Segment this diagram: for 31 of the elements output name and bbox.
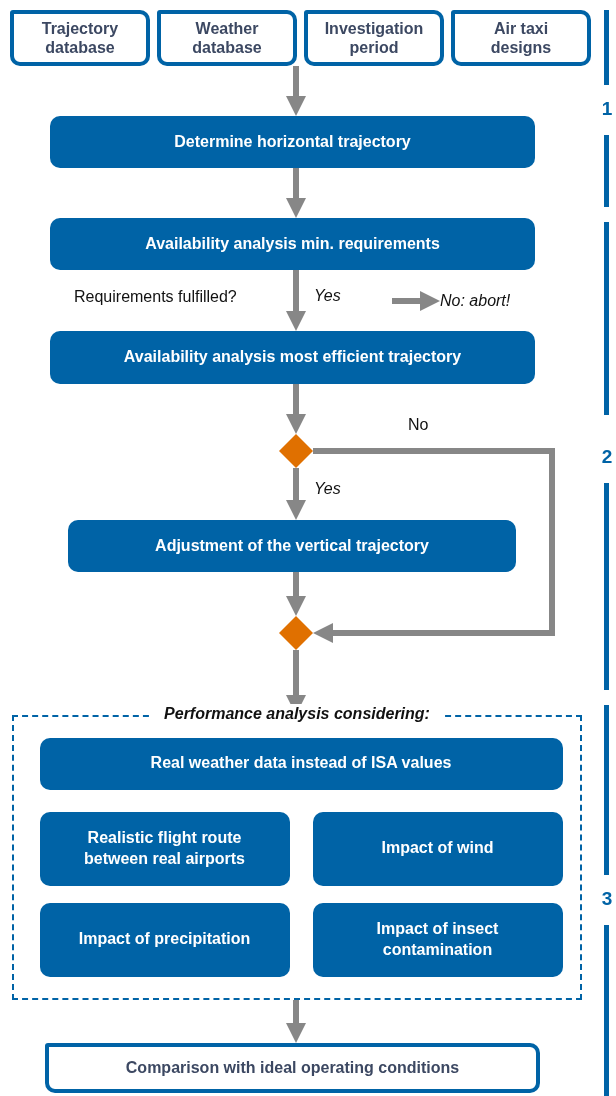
input-box: Weather database: [157, 10, 297, 66]
input-box: Investigation period: [304, 10, 444, 66]
process-box: Impact of insect contamination: [312, 902, 563, 977]
input-box: Air taxi designs: [451, 10, 591, 66]
process-box: Adjustment of the vertical trajectory: [68, 520, 516, 572]
section-number: 2: [600, 446, 614, 468]
process-box: Real weather data instead of ISA values: [39, 737, 563, 790]
arrow: [286, 270, 306, 331]
diamond-shape: [279, 616, 313, 650]
process-box: Availability analysis most efficient trajectory: [50, 331, 535, 384]
arrow: [286, 468, 306, 520]
arrow: [286, 572, 306, 616]
arrow: [313, 448, 555, 643]
process-box: Impact of wind: [312, 811, 563, 886]
input-box: Comparison with ideal operating conditions: [45, 1043, 540, 1093]
process-box: Determine horizontal trajectory: [50, 116, 535, 168]
input-box: Trajectory database: [10, 10, 150, 66]
arrow: [286, 168, 306, 218]
outcome-text: No: abort!: [440, 288, 540, 314]
section-number: 3: [600, 888, 614, 910]
section-number: 1: [600, 98, 614, 120]
process-box: Realistic flight route between real airports: [39, 811, 290, 886]
process-box: Impact of precipitation: [39, 902, 290, 977]
process-box: Availability analysis min. requirements: [50, 218, 535, 270]
arrow: [286, 1000, 306, 1043]
arrow: [286, 66, 306, 116]
question-text: Requirements fulfilled?: [74, 288, 238, 306]
arrow: [286, 384, 306, 434]
diamond-shape: [279, 434, 313, 468]
group-title: Performance analysis considering:: [152, 704, 442, 725]
arrow: [392, 291, 440, 311]
